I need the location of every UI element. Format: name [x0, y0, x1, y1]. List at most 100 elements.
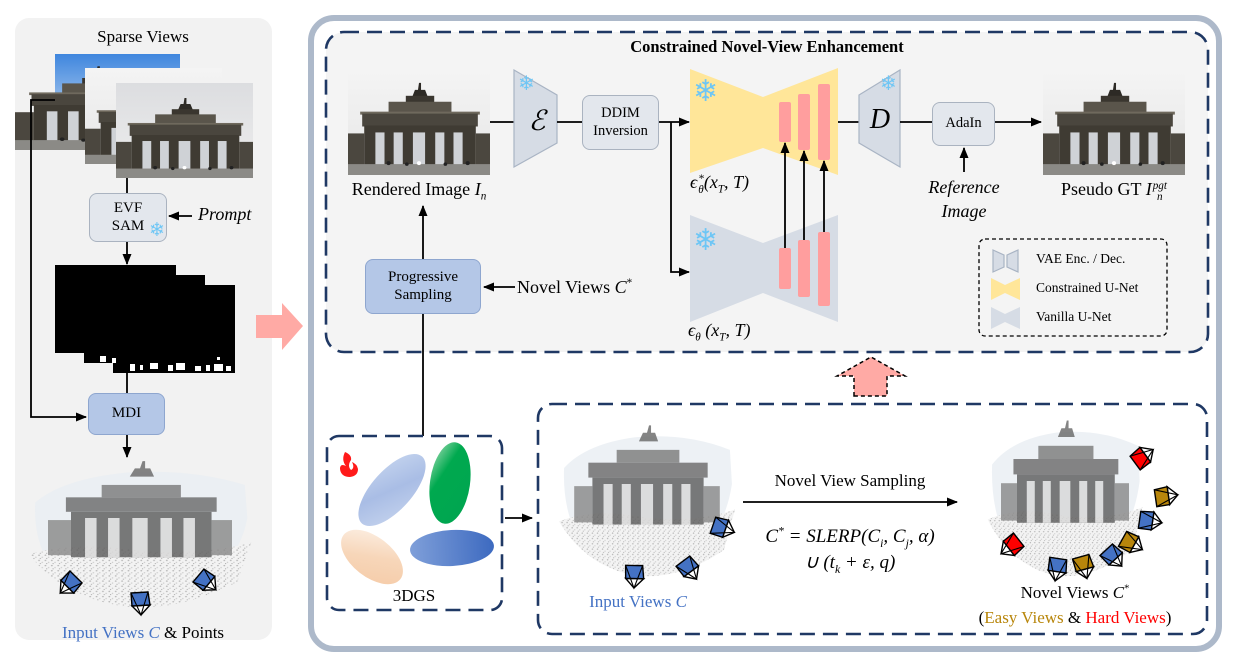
camera-image-plane: [1098, 543, 1124, 566]
snowflake-icon: ❄: [693, 74, 719, 109]
camera-edge: [130, 591, 149, 617]
label-text: Rendered Image: [351, 179, 475, 199]
camera-frustum-icon: [1117, 530, 1144, 554]
args-close: , T): [725, 320, 751, 340]
camera-edge: [999, 532, 1025, 555]
reference-line2: Image: [941, 201, 987, 221]
camera-edge: [675, 555, 698, 581]
mdi-label: MDI: [111, 405, 142, 422]
f-lhs: C: [765, 526, 778, 547]
label-sub: n: [480, 190, 487, 203]
legend-constrained-unet-icon: [991, 278, 1020, 300]
eps-symbol: ϵ: [688, 320, 696, 340]
camera-edge: [1138, 510, 1164, 529]
label-text: Input Views: [589, 592, 676, 611]
flow-arrow-up: [834, 356, 908, 397]
eps-sub: θ: [698, 184, 704, 197]
legend-vanilla-unet-icon: [991, 307, 1020, 329]
args-open: (x: [700, 320, 720, 340]
legend-label-constrained: Constrained U-Net: [1036, 280, 1139, 295]
camera-edge: [1118, 531, 1144, 551]
flow-arrow-right: [256, 303, 303, 350]
label-text: Pseudo GT: [1061, 179, 1146, 199]
camera-edge: [192, 568, 218, 591]
mdi-module[interactable]: MDI: [88, 393, 165, 435]
gaussian-ellipse: [429, 442, 471, 524]
paren-open: (: [978, 608, 985, 627]
camera-frustum-icon: [130, 591, 152, 617]
rendered-image-label: Rendered Image In: [351, 179, 487, 202]
label-sup: pgt: [1152, 180, 1167, 193]
ddim-inversion-module[interactable]: DDIM Inversion: [582, 95, 659, 150]
caption-var-c: C: [148, 623, 160, 642]
camera-edge: [1099, 543, 1123, 568]
vanilla-unet-label: ϵθ (xT, T): [688, 320, 751, 343]
camera-frustum-icon: [59, 569, 83, 595]
paren-close: ): [1165, 608, 1172, 627]
progressive-label-line1: Progressive: [388, 268, 458, 285]
camera-image-plane: [1002, 532, 1025, 557]
hard-views-label: Hard Views: [1085, 608, 1166, 627]
eps-sup: *: [698, 173, 704, 186]
control-feature-bar: [818, 232, 830, 306]
f-lhs-sup: *: [778, 524, 784, 538]
gaussians-box: [325, 434, 504, 612]
label-var: C: [1112, 583, 1125, 602]
control-feature-bar: [818, 84, 830, 160]
label-var: I: [474, 179, 481, 199]
caption-input-views: Input Views: [61, 623, 149, 642]
gaussian-ellipse: [410, 529, 494, 567]
control-feature-bar: [798, 94, 810, 150]
f2-start: ∪ (t: [804, 552, 835, 573]
legend-vae-icon: [1006, 249, 1019, 273]
snowflake-icon: ❄: [693, 223, 719, 258]
f-j: j: [905, 536, 909, 550]
view-difficulty-legend: (Easy Views & Hard Views): [979, 609, 1172, 626]
novel-view-sampling-label: Novel View Sampling: [774, 471, 926, 490]
label-sup: *: [1124, 583, 1130, 595]
rendered-image: [348, 70, 490, 175]
input-views-points-caption: Input Views C & Points: [62, 624, 224, 641]
legend-label-vanilla: Vanilla U-Net: [1036, 309, 1112, 324]
gaussian-ellipse: [341, 529, 403, 585]
f-eq: = SLERP(: [783, 526, 868, 547]
label-sup: *: [626, 277, 633, 289]
camera-frustum-icon: [192, 568, 218, 592]
control-feature-bar: [779, 102, 791, 142]
progressive-sampling-module[interactable]: Progressive Sampling: [365, 259, 481, 314]
prompt-label: Prompt: [198, 204, 252, 224]
slerp-formula-line2: ∪ (tk + ε, q): [804, 552, 896, 575]
label-var: I: [1145, 179, 1152, 199]
decoder-symbol: D: [869, 104, 891, 135]
gaussians-label: 3DGS: [392, 586, 436, 605]
camera-edge: [710, 516, 736, 534]
f2-k: k: [834, 562, 841, 576]
evf-sam-module[interactable]: EVF SAM: [89, 193, 167, 242]
legend-vae-icon: [992, 249, 1005, 273]
mask-3: [113, 285, 235, 373]
evf-sam-label-line2: SAM: [111, 217, 145, 234]
input-camera-group: [59, 568, 218, 617]
adain-module[interactable]: AdaIn: [932, 102, 995, 146]
camera-frustum-icon: [1137, 510, 1164, 532]
ampersand: &: [1063, 608, 1086, 627]
pseudo-gt-image: [1043, 70, 1185, 175]
f-i: i: [880, 536, 884, 550]
args-open: (x: [703, 172, 718, 192]
reference-image-label: Reference Image: [928, 175, 999, 223]
args-close: , T): [724, 172, 750, 192]
camera-image-plane: [192, 568, 216, 592]
label-var: C: [675, 592, 687, 611]
f2-end: + ε, q): [840, 552, 896, 573]
label-text: Novel Views: [517, 277, 615, 297]
snowflake-icon: ❄: [149, 219, 165, 241]
camera-edge: [1154, 489, 1180, 508]
caption-points: & Points: [159, 623, 225, 642]
sparse-views-title: Sparse Views: [97, 27, 189, 46]
novel-views-input-label: Novel Views C*: [517, 277, 633, 297]
vae-decoder-block: [858, 68, 901, 169]
input-camera-group: [624, 516, 736, 590]
ddim-label-line1: DDIM: [601, 105, 640, 122]
label-var: C: [614, 277, 627, 297]
input-views-point-cloud: [559, 425, 735, 577]
